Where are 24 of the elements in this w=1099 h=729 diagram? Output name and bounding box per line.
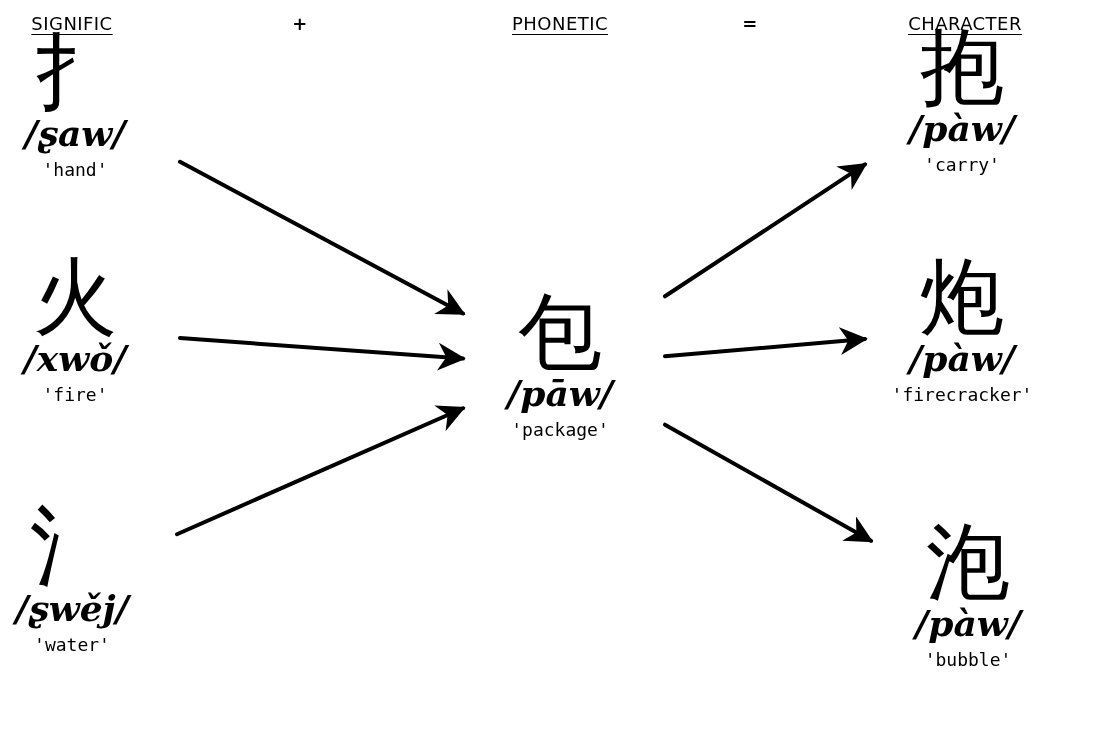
phonetic-transcription: /ʂaw/ (24, 114, 126, 154)
gloss-text: 'carry' (924, 152, 1000, 176)
phonetic-transcription: /xwǒ/ (23, 339, 127, 379)
arrow (178, 336, 466, 371)
gloss-text: 'fire' (42, 382, 108, 406)
gloss-text: 'bubble' (924, 647, 1012, 671)
arrow (663, 162, 868, 299)
gloss-text: 'firecracker' (891, 382, 1033, 406)
character-glyph: 氵 (30, 505, 114, 589)
gloss-text: 'hand' (42, 157, 108, 181)
character-glyph: 扌 (33, 30, 117, 114)
gloss-text: 'package' (511, 417, 609, 441)
column-heading: PHONETIC (512, 12, 608, 36)
character-glyph: 包 (518, 290, 602, 374)
arrow (663, 422, 874, 543)
character-glyph: 泡 (926, 520, 1010, 604)
character-glyph: 炮 (920, 255, 1004, 339)
arrow (178, 159, 466, 316)
operator-sign: = (742, 12, 758, 36)
character-glyph: 火 (33, 255, 117, 339)
arrow (175, 405, 466, 537)
gloss-text: 'water' (34, 632, 110, 656)
operator-sign: + (292, 12, 308, 36)
arrow (663, 327, 868, 359)
